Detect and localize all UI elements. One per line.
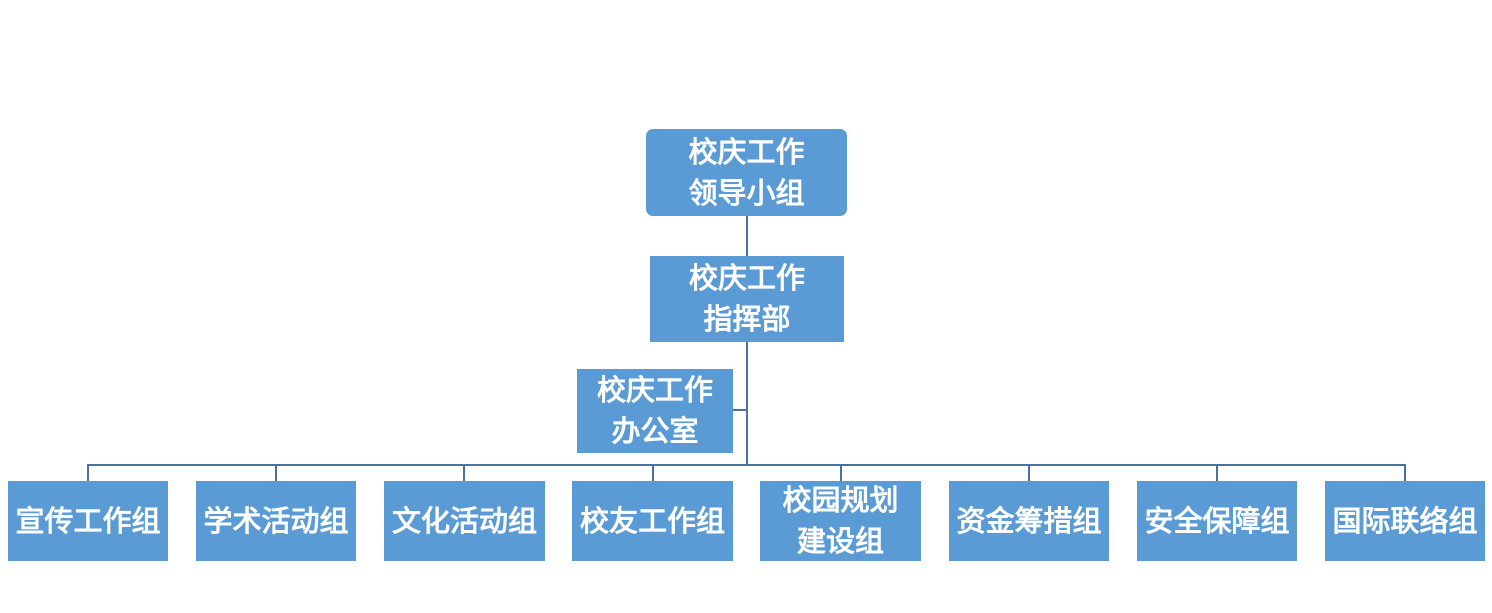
connector-drop-2 (275, 464, 277, 481)
node-leadership-line-1: 校庆工作 (688, 134, 805, 169)
connector-drop-8 (1404, 464, 1406, 481)
node-leadership-group: 校庆工作 领导小组 (646, 129, 847, 216)
node-office: 校庆工作 办公室 (577, 369, 733, 453)
connector-drop-3 (463, 464, 465, 481)
node-group-label: 安全保障组 (1144, 503, 1290, 538)
connector-drop-4 (652, 464, 654, 481)
node-group-alumni: 校友工作组 (572, 481, 733, 561)
node-group-label: 资金筹措组 (956, 503, 1102, 538)
node-leadership-line-2: 领导小组 (688, 175, 805, 210)
node-group-campus-planning: 校园规划 建设组 (760, 481, 921, 561)
node-group-label: 学术活动组 (203, 503, 349, 538)
node-command-line-1: 校庆工作 (688, 261, 805, 295)
connector-drop-1 (87, 464, 89, 481)
node-group-label-line-1: 校园规划 (782, 483, 899, 517)
node-group-publicity: 宣传工作组 (8, 481, 168, 561)
node-office-line-1: 校庆工作 (596, 373, 713, 407)
node-group-label: 国际联络组 (1332, 503, 1478, 538)
node-group-label: 校友工作组 (579, 503, 725, 538)
node-group-security: 安全保障组 (1137, 481, 1297, 561)
node-office-line-2: 办公室 (611, 414, 699, 448)
node-group-culture: 文化活动组 (384, 481, 545, 561)
connector-drop-6 (1028, 464, 1030, 481)
node-command-center: 校庆工作 指挥部 (650, 256, 844, 342)
connector-office-branch (733, 409, 747, 411)
node-group-international: 国际联络组 (1325, 481, 1485, 561)
node-group-fundraising: 资金筹措组 (949, 481, 1109, 561)
node-command-line-2: 指挥部 (703, 302, 791, 336)
node-group-label: 文化活动组 (391, 503, 537, 538)
connector-command-trunk (746, 341, 748, 466)
connector-drop-7 (1216, 464, 1218, 481)
node-group-label: 宣传工作组 (15, 503, 161, 538)
node-group-label-line-2: 建设组 (796, 524, 884, 558)
connector-leadership-command (746, 215, 748, 257)
connector-drop-5 (840, 464, 842, 481)
connector-groups-bus (87, 464, 1406, 466)
node-group-academic: 学术活动组 (196, 481, 356, 561)
